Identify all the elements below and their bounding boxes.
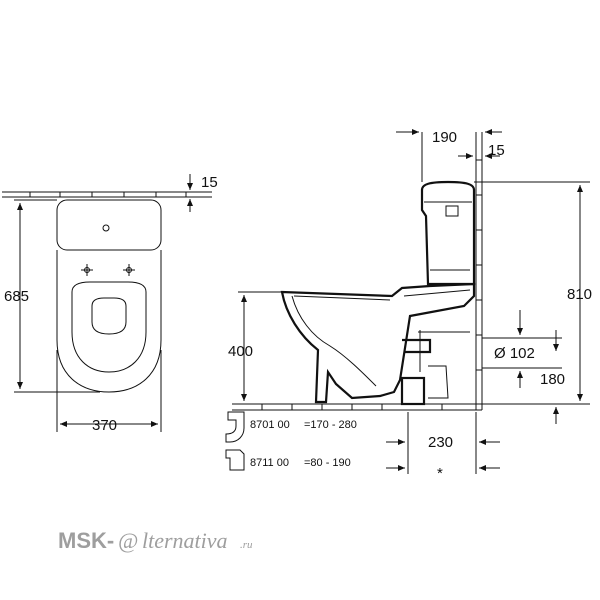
seat-opening-top — [91, 297, 127, 335]
dim-685: 685 — [4, 288, 29, 305]
top-view: 685 370 15 — [2, 174, 218, 434]
note-2-code: 8711 00 — [250, 457, 289, 469]
floor-fixing — [400, 376, 426, 406]
note-2-range: =80 - 190 — [304, 457, 351, 469]
note-1-code: 8701 00 — [250, 419, 290, 431]
straight-pipe-icon — [225, 449, 245, 471]
bowl-inner-side — [291, 295, 377, 387]
dim-810: 810 — [567, 286, 592, 303]
watermark: MSK- @ lternativa .ru — [58, 528, 253, 553]
mounting-point-icon — [81, 264, 135, 276]
side-view: 190 15 810 400 Ø 102 180 230 * — [228, 129, 592, 482]
seat-outline-top — [71, 281, 147, 373]
tank-outline-top — [56, 199, 162, 251]
cistern-side — [420, 180, 476, 286]
flush-button-icon — [102, 224, 110, 232]
watermark-suffix: lternativa — [142, 528, 228, 553]
watermark-at: @ — [118, 528, 138, 553]
outlet-side — [402, 338, 432, 354]
dim-370: 370 — [92, 417, 117, 434]
dim-230: 230 — [428, 434, 453, 451]
side-wall — [475, 132, 483, 410]
dim-diameter-102: Ø 102 — [494, 345, 535, 362]
dim-190: 190 — [432, 129, 457, 146]
dim-400: 400 — [228, 343, 253, 360]
dim-15-side: 15 — [488, 142, 505, 159]
watermark-domain: .ru — [240, 539, 253, 551]
dim-15-top: 15 — [201, 174, 218, 191]
watermark-prefix: MSK- — [58, 528, 114, 553]
side-floor — [232, 403, 482, 411]
accessory-notes: 8701 00 =170 - 280 8711 00 =80 - 190 — [225, 411, 357, 471]
bend-pipe-icon — [225, 411, 245, 443]
bowl-side — [280, 282, 476, 404]
top-wall — [2, 191, 212, 198]
asterisk-note: * — [437, 465, 443, 482]
note-1-range: =170 - 280 — [304, 419, 357, 431]
dim-180: 180 — [540, 371, 565, 388]
bowl-outline-top — [56, 250, 162, 393]
